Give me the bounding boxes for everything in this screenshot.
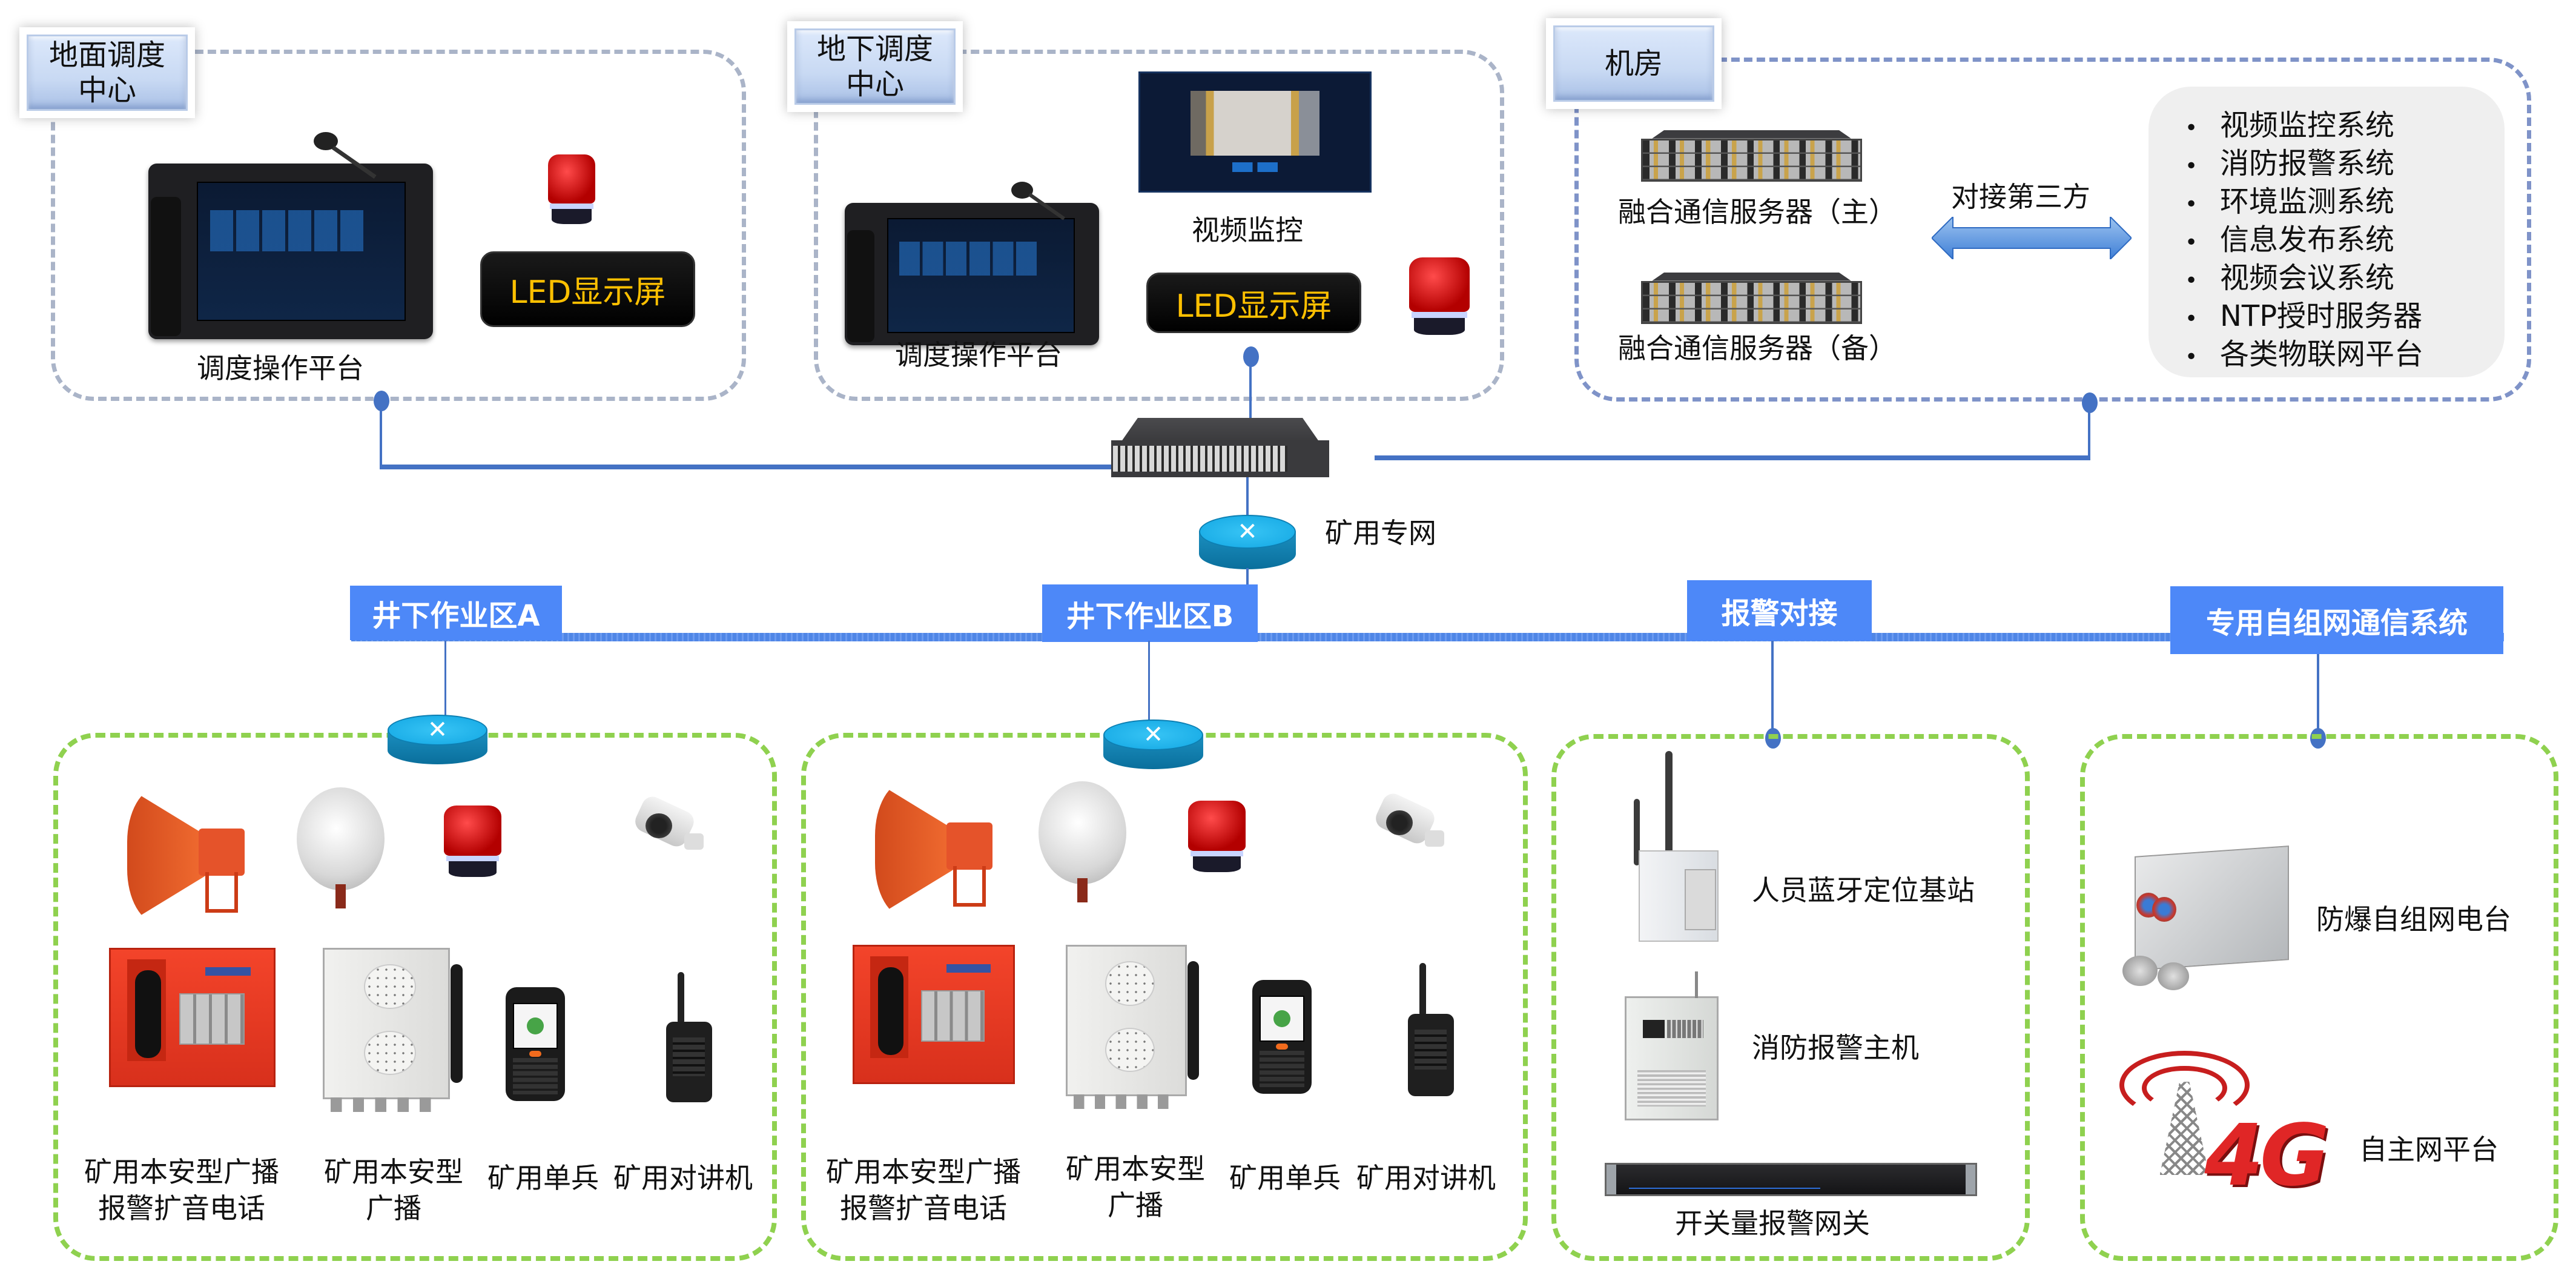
server-backup-icon [1641,273,1862,324]
branch-work-area-a: 井下作业区A [350,586,562,640]
bluetooth-station-label: 人员蓝牙定位基站 [1752,874,1975,907]
underground-dispatch-title-2: 中心 [845,67,904,101]
ground-dispatch-tag: 地面调度中心 [19,27,195,118]
ground-dispatch-group [51,50,746,401]
dispatch-console-icon [148,164,433,339]
walkie-talkie-icon [1402,963,1459,1096]
drop-a [444,641,446,720]
explosion-proof-radio-label: 防爆自组网电台 [2316,903,2511,936]
network-bus [351,633,2504,641]
underground-dispatch-group [814,50,1504,401]
switch-alarm-gateway-label: 开关量报警网关 [1675,1207,1870,1240]
branch-work-area-b: 井下作业区B [1042,584,1258,642]
alarm-integration-group [1551,734,2030,1261]
radio-label: 矿用对讲机 [613,1162,753,1194]
alarm-phone-icon [853,945,1015,1084]
horn-speaker-icon [875,781,1005,918]
server-main-label: 融合通信服务器（主） [1618,196,1897,228]
link-machine-room-h [1375,455,2090,460]
core-switch-icon [1111,418,1329,477]
ground-dispatch-title-1: 地面调度 [48,38,165,72]
third-party-item: 各类物联网平台 [2185,337,2423,375]
private-network-platform-label: 自主网平台 [2359,1133,2498,1166]
work-area-a-router-icon [388,715,487,764]
machine-room-tag: 机房 [1546,18,1722,109]
third-party-label: 对接第三方 [1951,180,2090,213]
handheld-label: 矿用单兵 [1229,1162,1341,1194]
ground-dispatch-title-2: 中心 [78,73,136,107]
server-main-icon [1641,130,1862,182]
handheld-terminal-icon [1252,980,1312,1094]
broadcast-unit-icon [323,948,463,1113]
drop-alarm [1771,641,1774,738]
ground-console-label: 调度操作平台 [197,352,364,385]
warning-beacon-icon [548,154,595,224]
dispatch-console-icon [845,203,1099,345]
third-party-systems-panel: 视频监控系统 消防报警系统 环境监测系统 信息发布系统 视频会议系统 NTP授时… [2148,87,2505,377]
branch-alarm-integration: 报警对接 [1687,580,1872,641]
4g-badge: 4G [2204,1107,2330,1206]
third-party-systems-list: 视频监控系统 消防报警系统 环境监测系统 信息发布系统 视频会议系统 NTP授时… [2185,108,2423,375]
walkie-talkie-icon [660,972,718,1102]
led-display-ground: LED显示屏 [480,251,695,327]
third-party-item: NTP授时服务器 [2185,299,2423,337]
horn-speaker-icon [127,787,257,924]
warning-beacon-icon [1188,801,1246,872]
fire-alarm-host-label: 消防报警主机 [1752,1031,1919,1064]
third-party-item: 环境监测系统 [2185,184,2423,222]
warning-beacon-icon [444,806,501,877]
video-monitor-label: 视频监控 [1192,214,1303,246]
radio-label: 矿用对讲机 [1356,1162,1496,1194]
alarm-phone-label: 矿用本安型广播报警扩音电话 [84,1156,279,1225]
machine-room-group [1574,58,2531,402]
video-monitor-icon [1138,71,1372,193]
handheld-terminal-icon [506,987,565,1101]
mine-network-label: 矿用专网 [1325,517,1436,549]
work-area-b-router-icon [1103,720,1203,769]
handheld-label: 矿用单兵 [487,1162,599,1194]
led-display-label: LED显示屏 [509,274,666,311]
warning-beacon-icon [1409,257,1470,335]
bluetooth-base-station-icon [1623,751,1729,942]
link-ground-to-switch-h [380,465,1115,469]
broadcast-unit-icon [1066,945,1200,1110]
server-backup-label: 融合通信服务器（备） [1618,332,1897,365]
explosion-proof-radio-icon [2113,845,2289,990]
led-display-label: LED显示屏 [1175,288,1332,325]
cctv-camera-icon [1372,790,1452,860]
third-party-item: 视频监控系统 [2185,108,2423,146]
fire-alarm-host-icon [1625,971,1719,1120]
drop-adhoc [2317,654,2319,738]
bidirectional-arrow-icon [1932,217,2132,259]
led-display-underground: LED显示屏 [1146,273,1361,333]
underground-dispatch-tag: 地下调度中心 [787,21,963,112]
link-ground-to-switch-v [380,400,382,468]
broadcast-label: 矿用本安型广播 [1066,1153,1205,1222]
branch-adhoc-system: 专用自组网通信系统 [2170,586,2503,654]
underground-dispatch-title-1: 地下调度 [816,32,933,66]
smoke-detector-icon [297,787,385,908]
switch-alarm-gateway-icon [1605,1163,1977,1196]
mine-network-router-icon [1199,515,1296,569]
drop-b [1148,641,1150,726]
adhoc-system-group [2080,734,2558,1261]
smoke-detector-icon [1039,781,1126,902]
third-party-item: 消防报警系统 [2185,146,2423,184]
alarm-phone-icon [109,948,276,1087]
link-machine-room-v [2088,403,2090,458]
third-party-item: 信息发布系统 [2185,222,2423,260]
link-underground-to-switch [1249,357,1252,424]
broadcast-label: 矿用本安型广播 [324,1156,463,1225]
cell-tower-4g-icon: 4G [2119,1051,2343,1205]
machine-room-title: 机房 [1604,47,1663,81]
underground-console-label: 调度操作平台 [895,339,1062,371]
link-switch-to-router [1246,477,1249,520]
link-router-to-bus [1246,568,1249,587]
alarm-phone-label: 矿用本安型广播报警扩音电话 [826,1156,1021,1225]
cctv-camera-icon [631,793,712,863]
third-party-item: 视频会议系统 [2185,260,2423,299]
